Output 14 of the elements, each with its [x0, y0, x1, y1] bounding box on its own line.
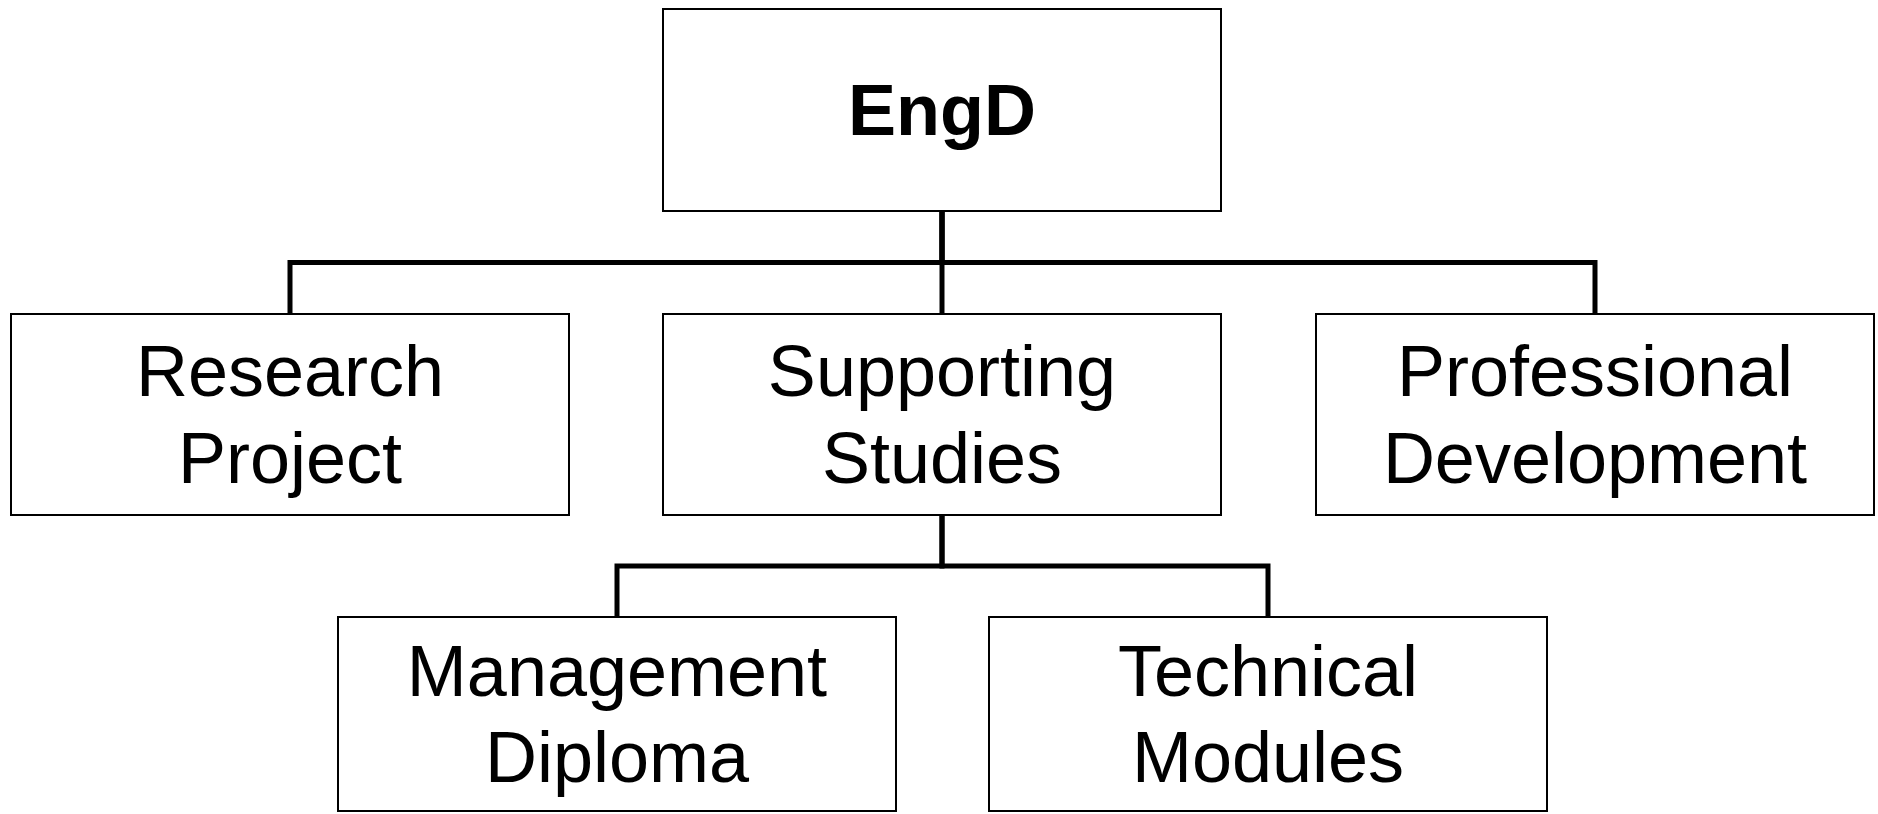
connector-line: [939, 516, 1271, 616]
box-label: EngD: [847, 68, 1037, 152]
box-label: Professional Development: [1381, 330, 1809, 500]
box-label: Technical Modules: [1116, 629, 1420, 799]
box-label: Supporting Studies: [766, 330, 1118, 500]
box-label: Management Diploma: [405, 629, 829, 799]
connector-line: [939, 212, 1598, 313]
org-box: [662, 8, 1222, 212]
org-box: [988, 616, 1548, 812]
org-box: [1315, 313, 1875, 516]
org-box: [10, 313, 570, 516]
org-box: [662, 313, 1222, 516]
box-label: Research Project: [134, 330, 446, 500]
org-box: [337, 616, 897, 812]
